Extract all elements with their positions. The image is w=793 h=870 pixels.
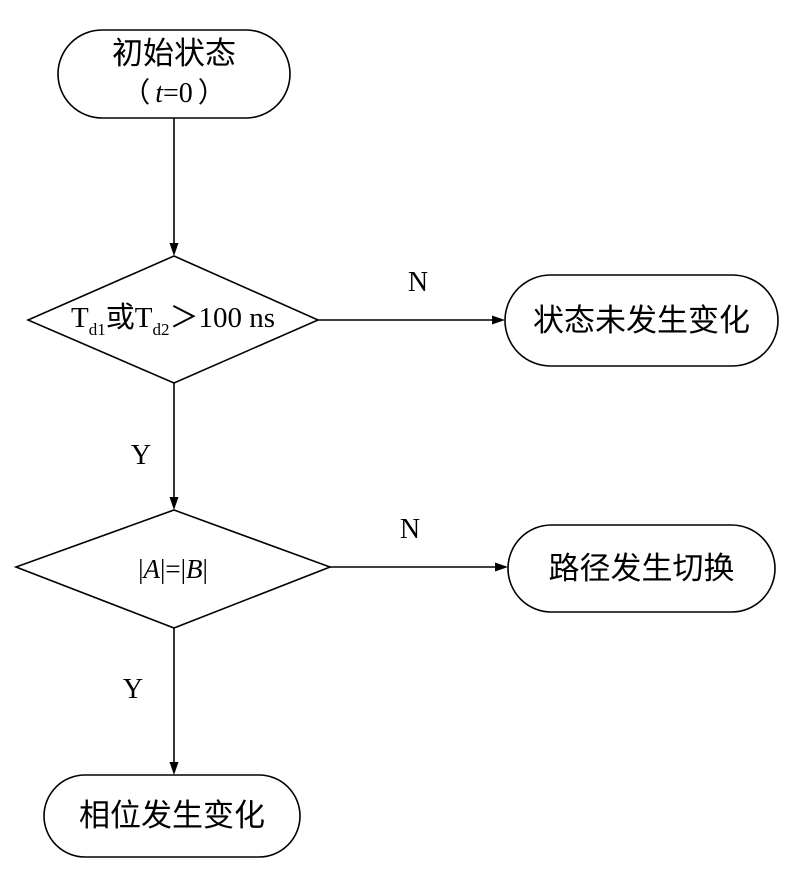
edge-label-decision-2-no: N — [399, 514, 421, 545]
phase-change-label-box: 相位发生变化 — [44, 775, 300, 857]
abs-bar-open: | — [138, 554, 144, 584]
delay-condition: Td1或Td2＞100 ns — [71, 298, 275, 342]
arrowhead-start-to-decision-1 — [169, 243, 179, 256]
delay-subscript-1: d1 — [88, 319, 106, 339]
arrowhead-decision-2-no — [495, 562, 508, 572]
amplitude-equal-decision-label: |A|=|B| — [16, 510, 330, 628]
delay-subscript-2: d2 — [152, 319, 170, 339]
delay-or: 或 — [105, 301, 135, 334]
delay-threshold-decision-label: Td1或Td2＞100 ns — [28, 256, 318, 383]
state-unchanged-terminal — [504, 274, 779, 367]
delay-threshold: ＞100 ns — [169, 301, 275, 334]
start-paren-open: （ — [122, 78, 151, 109]
path-switch-terminal — [507, 524, 776, 613]
abs-equals: |=| — [159, 554, 187, 584]
start-paren-close: ） — [197, 78, 226, 109]
phase-change-terminal — [43, 774, 301, 858]
path-switch-label-box: 路径发生切换 — [508, 525, 775, 612]
state-unchanged-label: 状态未发生变化 — [533, 302, 750, 338]
start-title: 初始状态 — [112, 36, 236, 71]
arrowhead-decision-1-yes — [169, 497, 179, 510]
variable-a: A — [143, 554, 160, 584]
start-time-variable: t — [155, 78, 163, 109]
delay-symbol-2: T — [134, 301, 153, 334]
edge-label-decision-1-no: N — [407, 267, 429, 298]
variable-b: B — [186, 554, 203, 584]
edge-label-decision-1-yes: Y — [130, 440, 152, 471]
delay-symbol-1: T — [71, 301, 89, 334]
state-unchanged-label-box: 状态未发生变化 — [505, 275, 778, 366]
path-switch-label: 路径发生切换 — [548, 550, 735, 586]
amplitude-condition: |A|=|B| — [138, 549, 208, 589]
phase-change-label: 相位发生变化 — [79, 798, 265, 833]
abs-bar-close: | — [202, 554, 208, 584]
arrowhead-decision-1-no — [492, 315, 505, 325]
edge-label-decision-2-yes: Y — [122, 674, 144, 705]
start-condition: （t=0） — [122, 74, 226, 114]
start-time-value: =0 — [162, 78, 193, 109]
start-terminal-label: 初始状态 （t=0） — [58, 30, 290, 118]
arrowhead-decision-2-yes — [169, 762, 179, 775]
